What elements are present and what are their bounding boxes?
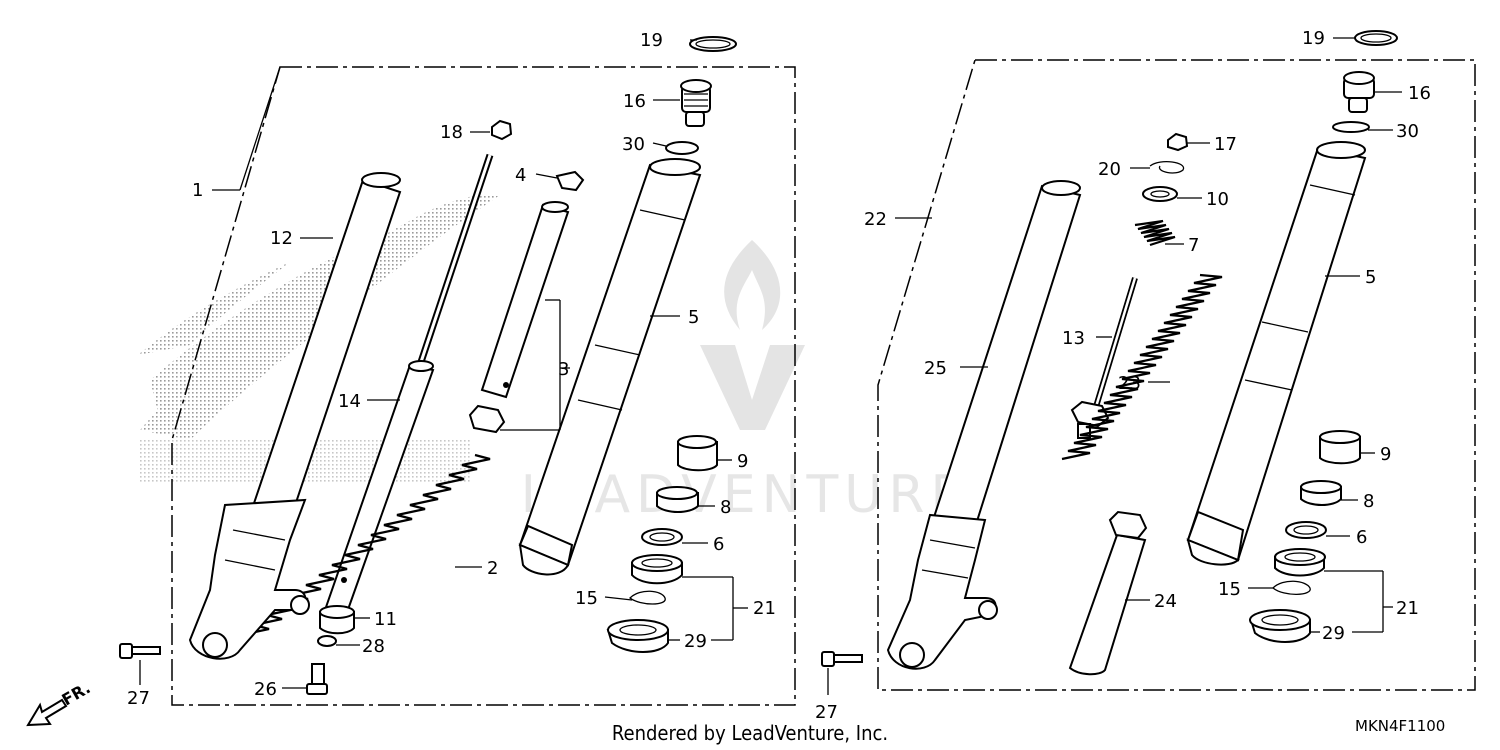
callout-20: 20 (1098, 159, 1121, 180)
assembly-label-1: 1 (192, 180, 203, 201)
callout-21: 21 (753, 598, 776, 619)
fork-bolt-part-16-right (1343, 71, 1375, 113)
collar-part-11 (319, 605, 355, 635)
diagram-code: MKN4F1100 (1355, 717, 1445, 735)
cylinder-part-24 (1068, 510, 1148, 676)
o-ring-part-30 (665, 141, 699, 155)
bushing-part-9-right (1319, 430, 1361, 465)
callout-30: 30 (622, 134, 645, 155)
render-credit: Rendered by LeadVenture, Inc. (612, 721, 888, 745)
nut-part-17 (1167, 132, 1189, 152)
left-assembly-outline (171, 66, 796, 706)
oil-seal-part-21 (631, 554, 683, 585)
dust-seal-part-29 (606, 619, 669, 653)
callout-9: 9 (737, 451, 748, 472)
callout-30-right: 30 (1396, 121, 1419, 142)
bushing-part-9 (677, 435, 718, 472)
bushing-part-8-right (1300, 480, 1342, 506)
callout-8-right: 8 (1363, 491, 1374, 512)
callout-3: 3 (558, 359, 569, 380)
rebound-spring-part-7 (1134, 219, 1176, 247)
front-arrow-icon (26, 698, 68, 727)
bolt-part-26 (306, 663, 328, 695)
outer-tube-part-5 (518, 158, 702, 576)
washer-part-28 (317, 635, 337, 647)
clip-part-15-right (1272, 580, 1311, 596)
callout-19: 19 (640, 30, 663, 51)
callout-18: 18 (440, 122, 463, 143)
callout-15: 15 (575, 588, 598, 609)
callout-5-right: 5 (1365, 267, 1376, 288)
spring-seat-part-10 (1142, 186, 1178, 202)
callout-4: 4 (515, 165, 526, 186)
callout-11: 11 (374, 609, 397, 630)
callout-27: 27 (127, 688, 150, 709)
callout-15-right: 15 (1218, 579, 1241, 600)
damper-rod-part-13 (1070, 277, 1138, 439)
right-parts (821, 30, 1398, 676)
fork-bottom-right (886, 513, 998, 670)
washer-part-6-right (1285, 521, 1327, 539)
callout-16-right: 16 (1408, 83, 1431, 104)
outer-tube-part-5-right (1186, 141, 1367, 566)
callout-16: 16 (623, 91, 646, 112)
callout-9-right: 9 (1380, 444, 1391, 465)
callout-12: 12 (270, 228, 293, 249)
damper-rod-part-14 (323, 153, 494, 620)
leader-lines (139, 37, 1402, 695)
assembly-label-22: 22 (864, 209, 887, 230)
bolt-part-27-left (119, 643, 161, 659)
left-callouts: 19 16 18 30 4 1 12 14 3 5 9 8 6 2 15 21 … (127, 30, 776, 709)
callout-28: 28 (362, 636, 385, 657)
fork-bottom-left (188, 498, 310, 660)
callout-29-right: 29 (1322, 623, 1345, 644)
collar-part-4 (555, 170, 585, 192)
right-callouts: 19 16 30 17 20 10 7 22 5 13 25 23 9 8 6 … (815, 28, 1431, 723)
cylinder-part-3 (468, 201, 570, 434)
o-ring-part-30-right (1332, 121, 1370, 133)
callout-23: 23 (1118, 373, 1141, 394)
callout-6: 6 (713, 534, 724, 555)
bushing-part-8 (656, 486, 699, 513)
front-direction-indicator: FR. (26, 678, 94, 727)
clip-part-15 (629, 590, 666, 605)
right-assembly-outline (877, 59, 1476, 691)
callout-29: 29 (684, 631, 707, 652)
oil-seal-part-21-right (1274, 548, 1326, 577)
callout-7: 7 (1188, 235, 1199, 256)
clip-part-20 (1149, 160, 1185, 174)
callout-2: 2 (487, 558, 498, 579)
nut-part-18 (491, 119, 513, 141)
callout-24: 24 (1154, 591, 1177, 612)
washer-part-6 (641, 528, 683, 546)
callout-17: 17 (1214, 134, 1237, 155)
callout-5: 5 (688, 307, 699, 328)
callout-19-right: 19 (1302, 28, 1325, 49)
callout-13: 13 (1062, 328, 1085, 349)
callout-21-right: 21 (1396, 598, 1419, 619)
bolt-part-27-right (821, 651, 863, 667)
dust-seal-part-29-right (1249, 609, 1311, 643)
fork-bolt-part-16 (680, 79, 712, 127)
callout-26: 26 (254, 679, 277, 700)
left-parts (119, 36, 737, 695)
callout-10: 10 (1206, 189, 1229, 210)
callout-8: 8 (720, 497, 731, 518)
callout-27-right: 27 (815, 702, 838, 723)
fork-spring-part-23 (1061, 273, 1223, 461)
callout-6-right: 6 (1356, 527, 1367, 548)
o-ring-part-19 (689, 36, 737, 52)
callout-25: 25 (924, 358, 947, 379)
callout-14: 14 (338, 391, 361, 412)
